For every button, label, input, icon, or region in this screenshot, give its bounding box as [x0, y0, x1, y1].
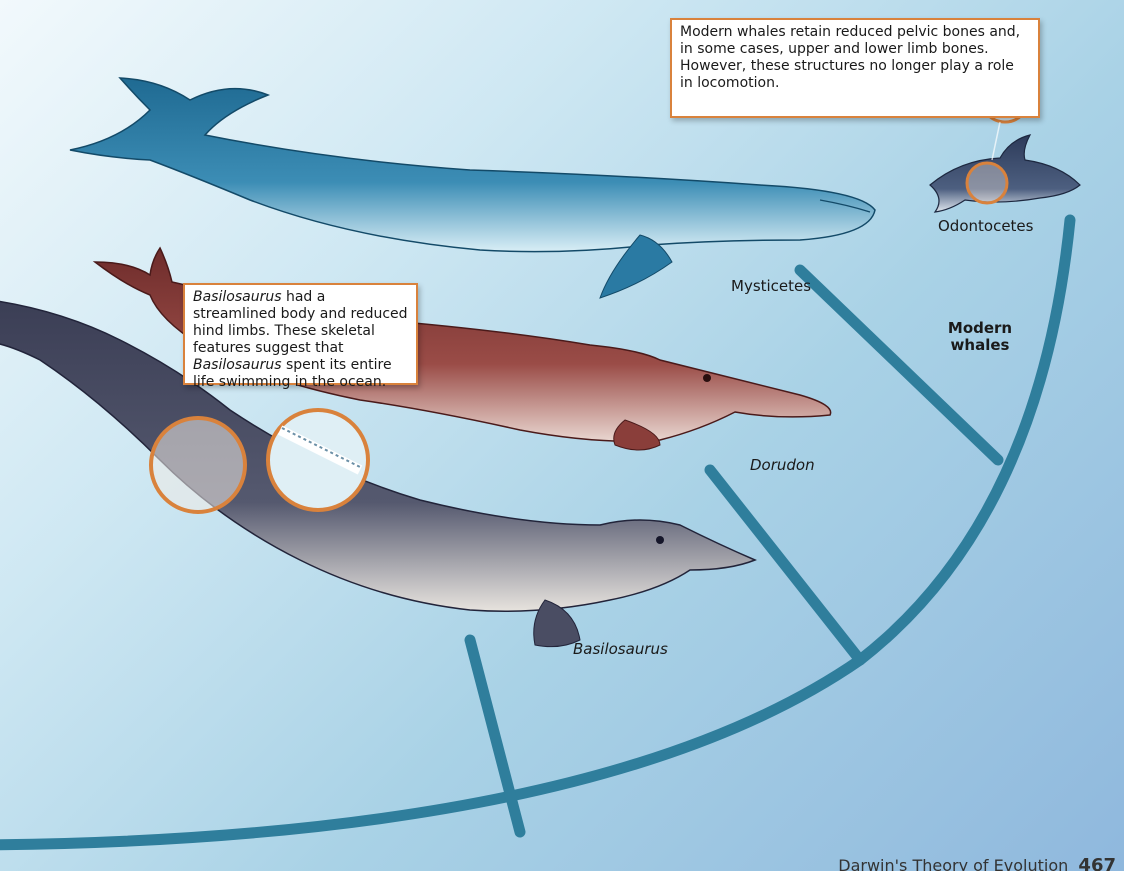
basilosaurus-callout-name-1: Basilosaurus	[193, 289, 282, 305]
basilosaurus-hindlimb-magnifier	[151, 418, 245, 512]
basilosaurus-skeleton-detail	[268, 410, 368, 510]
page-footer: Darwin's Theory of Evolution 467	[838, 855, 1116, 871]
branch-mysticetes	[800, 270, 998, 460]
dorudon-label: Dorudon	[750, 456, 815, 474]
basilosaurus-callout-name-2: Basilosaurus	[193, 357, 282, 373]
pelvic-bones-callout-text: Modern whales retain reduced pelvic bone…	[680, 24, 1020, 91]
basilosaurus-callout: Basilosaurus had a streamlined body and …	[183, 283, 418, 385]
basilosaurus-label: Basilosaurus	[573, 640, 668, 658]
odontocetes-label: Odontocetes	[938, 217, 1033, 235]
modern-whales-label: Modern whales	[925, 320, 1035, 354]
footer-chapter-title: Darwin's Theory of Evolution	[838, 856, 1068, 871]
footer-page-number: 467	[1078, 855, 1116, 871]
dolphin-pelvic-magnifier	[967, 163, 1007, 203]
mysticetes-label: Mysticetes	[731, 277, 811, 295]
pelvic-bones-callout: Modern whales retain reduced pelvic bone…	[670, 18, 1040, 118]
